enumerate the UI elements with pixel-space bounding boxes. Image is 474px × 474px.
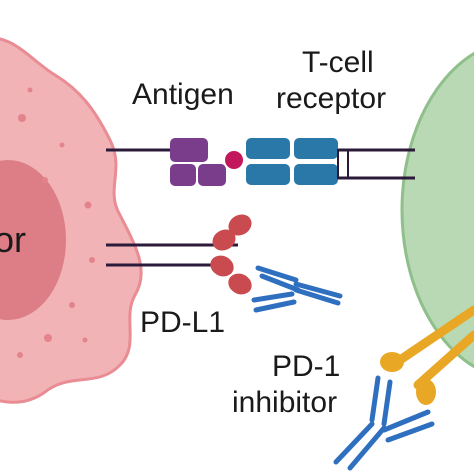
pd-1-inhibitor-antibody — [333, 375, 435, 471]
pd-1 — [395, 305, 474, 390]
antigen-label: Antigen — [132, 78, 234, 111]
tumor-cell-body — [0, 37, 143, 404]
pd-1-inhibitor-label-line1: PD-1 — [272, 350, 340, 383]
tumor-cell-label: or — [0, 219, 26, 260]
tumor-nucleus — [0, 160, 66, 320]
pd-l1-label: PD-L1 — [140, 306, 225, 339]
t-cell-receptor — [246, 138, 338, 185]
t-cell-receptor-label-line1: T-cell — [302, 46, 374, 79]
pd-1-inhibitor-label-line2: inhibitor — [232, 386, 337, 419]
mhc-complex — [170, 138, 226, 186]
tumor-cell: or — [0, 37, 143, 404]
tumor-speckles — [17, 87, 95, 358]
t-cell — [400, 51, 474, 369]
t-cell-body — [400, 51, 474, 369]
antigen-peptide — [223, 149, 245, 171]
pd-1-domains — [380, 352, 436, 405]
anti-pd-l1-antibody — [251, 265, 343, 313]
tcr-anchor-box — [337, 149, 349, 179]
pd-l1 — [210, 214, 252, 295]
t-cell-receptor-label-line2: receptor — [276, 82, 386, 115]
